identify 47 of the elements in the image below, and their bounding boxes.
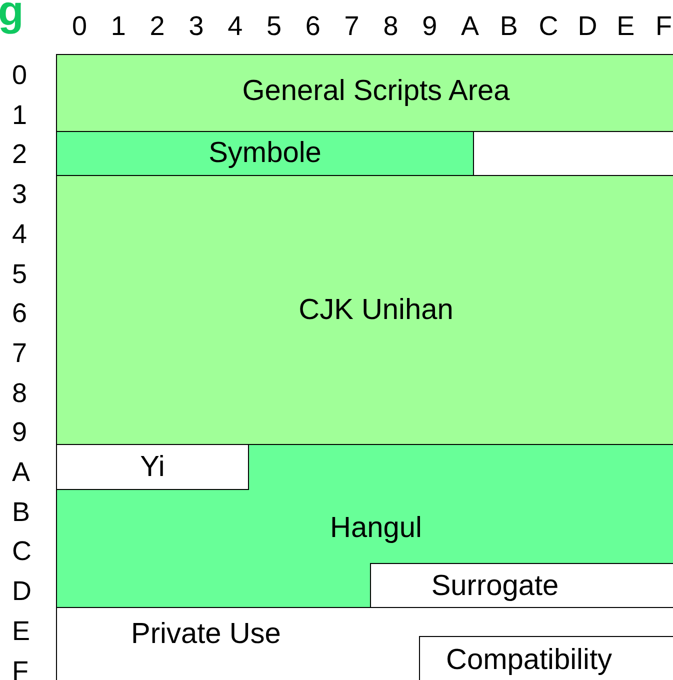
row-label: 4 xyxy=(12,220,28,248)
column-label: C xyxy=(538,13,558,40)
region-box xyxy=(56,444,673,608)
column-label: A xyxy=(461,13,480,40)
column-label: 6 xyxy=(305,13,320,40)
region-label: Surrogate xyxy=(431,572,559,600)
row-label: 5 xyxy=(12,260,28,288)
region-label: Hangul xyxy=(330,514,422,542)
region-box xyxy=(56,54,673,132)
row-label: C xyxy=(12,538,32,566)
row-label: 7 xyxy=(12,340,28,367)
column-label: 7 xyxy=(344,13,360,40)
row-label: 8 xyxy=(12,380,28,407)
region-label: General Scripts Area xyxy=(242,76,510,106)
row-label: D xyxy=(12,578,32,606)
row-label: E xyxy=(12,618,30,645)
column-label: 3 xyxy=(188,13,204,40)
row-label: 2 xyxy=(12,141,28,168)
column-label: 9 xyxy=(422,13,438,40)
column-label: 0 xyxy=(72,13,88,40)
row-label: F xyxy=(12,658,28,680)
row-label: 3 xyxy=(12,181,28,208)
row-label: B xyxy=(12,498,30,526)
region-label: Private Use xyxy=(131,620,281,648)
region-label: Yi xyxy=(140,452,165,482)
region-box xyxy=(56,607,673,680)
region-label: CJK Unihan xyxy=(298,296,454,324)
column-label: 4 xyxy=(228,13,243,40)
column-label: 2 xyxy=(150,13,165,40)
region-label: Symbole xyxy=(208,139,322,168)
region-box xyxy=(56,444,249,490)
row-label: A xyxy=(12,459,30,486)
region-box xyxy=(370,563,673,609)
region-box xyxy=(56,175,673,445)
column-label: B xyxy=(500,13,518,40)
column-label: 8 xyxy=(383,13,398,40)
column-label: 1 xyxy=(110,13,126,40)
row-label: 6 xyxy=(12,300,28,328)
row-label: 1 xyxy=(12,102,28,129)
column-label: F xyxy=(656,13,672,40)
row-label: 9 xyxy=(12,419,28,446)
region-label: Compatibility xyxy=(446,646,612,674)
row-label: 0 xyxy=(12,62,28,89)
column-label: 5 xyxy=(266,13,282,40)
region-box xyxy=(56,131,474,176)
column-label: D xyxy=(578,13,598,40)
column-label: E xyxy=(616,13,635,40)
